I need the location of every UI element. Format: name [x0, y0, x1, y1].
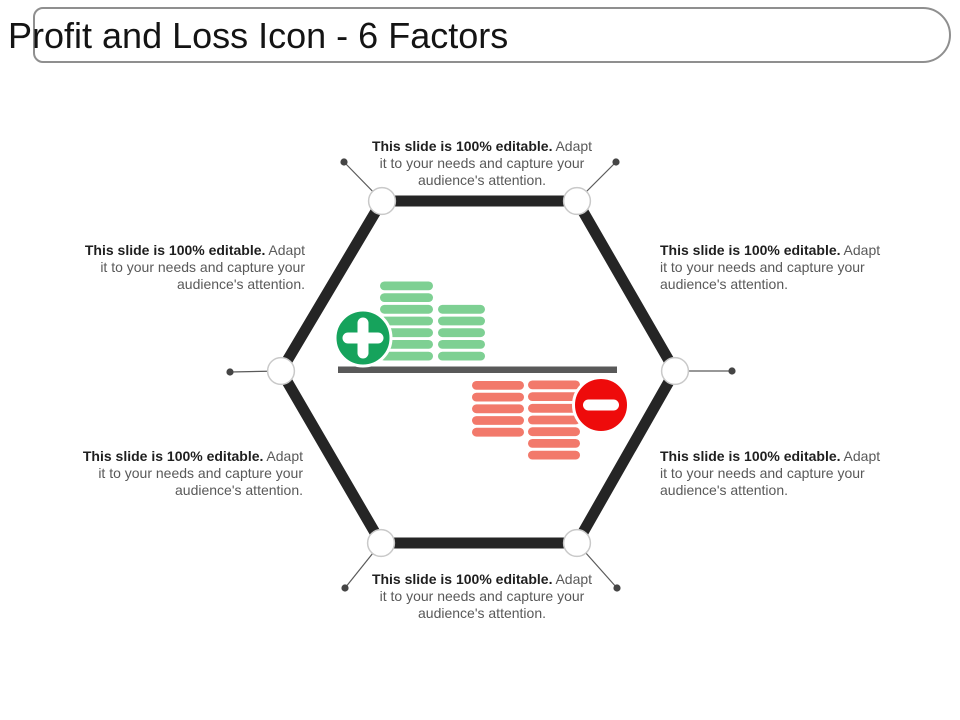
factor-text-upper-left: This slide is 100% editable.Adapt it to … — [77, 242, 305, 293]
hexagon-node — [266, 356, 296, 386]
page-title: Profit and Loss Icon - 6 Factors — [8, 15, 509, 56]
title-frame — [33, 7, 951, 63]
hexagon-node — [367, 186, 397, 216]
factor-body: Adapt it to your needs and capture your … — [379, 138, 593, 188]
loss-bars — [472, 380, 580, 460]
factor-text-lower-right: This slide is 100% editable.Adapt it to … — [660, 448, 888, 499]
hexagon-node — [562, 186, 592, 216]
factor-highlight: This slide is 100% editable. — [660, 448, 841, 464]
factor-highlight: This slide is 100% editable. — [84, 242, 266, 258]
factor-body: Adapt it to your needs and capture your … — [660, 242, 881, 292]
factor-body: Adapt it to your needs and capture your … — [98, 448, 303, 498]
factor-body: Adapt it to your needs and capture your … — [660, 448, 881, 498]
factor-text-upper-right: This slide is 100% editable.Adapt it to … — [660, 242, 888, 293]
minus-icon — [572, 376, 630, 434]
factor-highlight: This slide is 100% editable. — [371, 571, 553, 587]
plus-icon — [333, 308, 393, 368]
hexagon-nodes — [266, 186, 690, 558]
hexagon-node — [366, 528, 396, 558]
factor-text-bottom: This slide is 100% editable.Adapt it to … — [368, 571, 596, 622]
factor-body: Adapt it to your needs and capture your … — [379, 571, 593, 621]
hexagon-node — [562, 528, 592, 558]
hexagon-node — [660, 356, 690, 386]
factor-highlight: This slide is 100% editable. — [371, 138, 553, 154]
connector-dots — [226, 158, 736, 592]
factor-highlight: This slide is 100% editable. — [660, 242, 841, 258]
connector-lines — [229, 161, 732, 589]
balance-line — [338, 366, 617, 373]
factor-text-lower-left: This slide is 100% editable.Adapt it to … — [75, 448, 303, 499]
profit-bars — [380, 281, 485, 361]
factor-text-top: This slide is 100% editable.Adapt it to … — [368, 138, 596, 189]
factor-highlight: This slide is 100% editable. — [82, 448, 264, 464]
factor-body: Adapt it to your needs and capture your … — [100, 242, 305, 292]
